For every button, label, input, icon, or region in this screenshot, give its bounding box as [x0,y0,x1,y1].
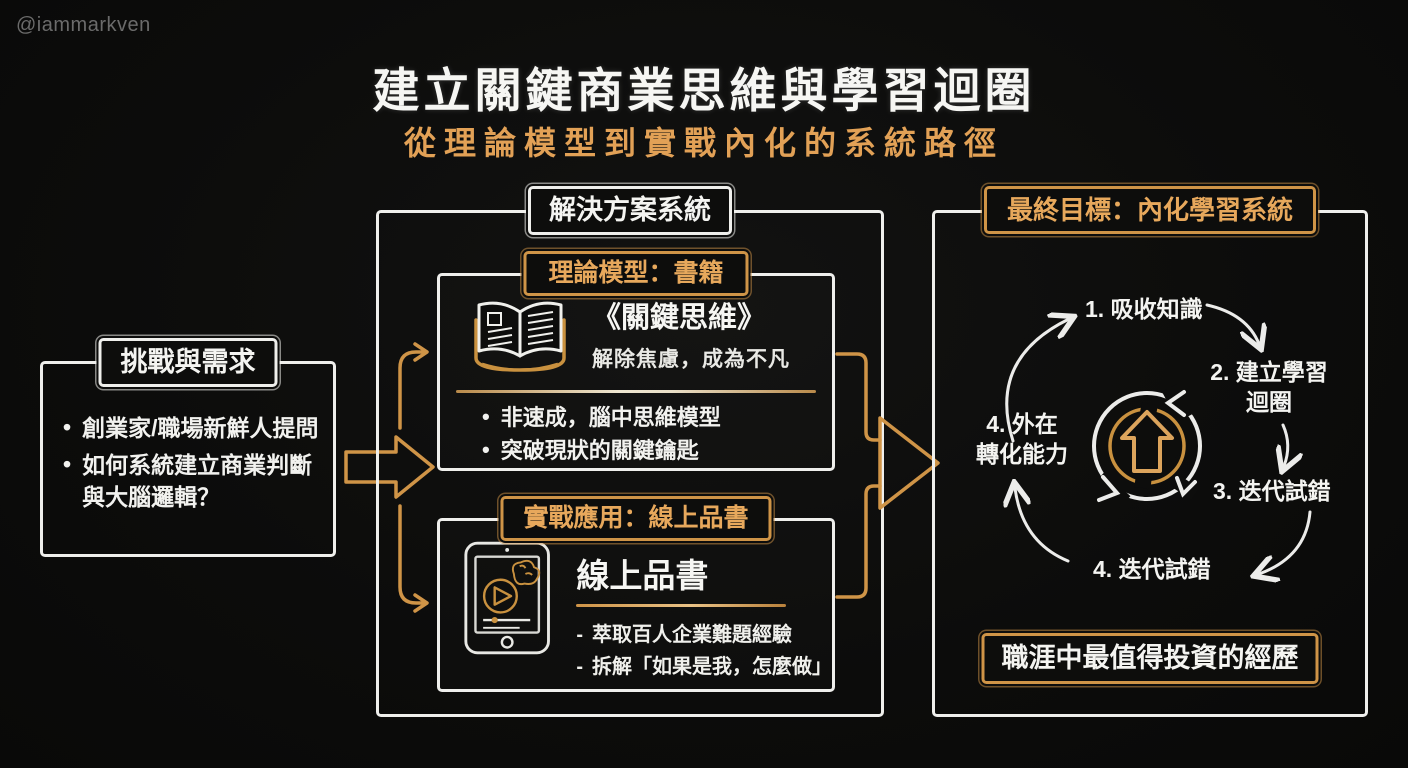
challenge-panel: 挑戰與需求 • 創業家/職場新鮮人提問 • 如何系統建立商業判斷與大腦邏輯？ [40,338,336,557]
bullet-icon: • [482,436,490,462]
watermark: @iammarkven [16,14,151,36]
goal-footer-label: 職涯中最值得投資的經歷 [981,633,1319,684]
reading-points-list: - 萃取百人企業難題經驗 - 拆解「如果是我，怎麼做」 [576,619,832,683]
cycle-flow-arrows-icon [935,303,1312,714]
reading-text: 線上品書 - 萃取百人企業難題經驗 - 拆解「如果是我，怎麼做」 [576,537,832,683]
loop-step-4-left: 4. 外在 轉化能力 [963,410,1081,470]
book-theory-box: 理論模型：書籍 《關鍵思維》 解除焦慮，成為不凡 [437,251,835,471]
book-theory-box-label: 理論模型：書籍 [523,251,749,296]
goal-panel-label: 最終目標：內化學習系統 [983,186,1317,234]
solution-panel-label: 解決方案系統 [528,186,732,235]
bullet-icon: • [63,414,72,440]
loop-step-4-left-line1: 4. 外在 [986,411,1058,437]
tablet-video-icon [464,541,550,655]
goal-panel: 最終目標：內化學習系統 [932,186,1368,717]
list-item: - 萃取百人企業難題經驗 [576,619,822,651]
solution-panel: 解決方案系統 理論模型：書籍 《關鍵思維》 解除 [376,186,884,717]
title-underline [576,604,787,607]
loop-step-4-left-line2: 轉化能力 [976,440,1068,467]
book-item-2: 突破現狀的關鍵鑰匙 [500,437,699,463]
list-item: • 創業家/職場新鮮人提問 [63,412,319,445]
challenge-panel-label: 挑戰與需求 [98,338,278,387]
book-tagline: 解除焦慮，成為不凡 [592,348,790,371]
dash-icon: - [576,656,583,678]
page-title: 建立關鍵商業思維與學習迴圈 [372,64,1036,117]
reading-row: 線上品書 - 萃取百人企業難題經驗 - 拆解「如果是我，怎麼做」 [440,521,832,683]
branch-arrows-icon [398,342,429,613]
open-book-icon [474,301,566,372]
challenge-list: • 創業家/職場新鮮人提問 • 如何系統建立商業判斷與大腦邏輯？ [43,364,333,514]
challenge-item-1: 創業家/職場新鮮人提問 [82,415,319,441]
bullet-icon: • [63,450,72,477]
book-row: 《關鍵思維》 解除焦慮，成為不凡 [440,276,832,378]
online-reading-box: 實戰應用：線上品書 線上品書 [437,496,835,692]
loop-step-2-line2: 迴圈 [1246,388,1292,415]
list-item: • 如何系統建立商業判斷與大腦邏輯？ [63,449,319,514]
book-benefits-list: • 非速成，腦中思維模型 • 突破現狀的關鍵鑰匙 [440,393,832,467]
online-reading-box-label: 實戰應用：線上品書 [500,496,772,541]
list-item: • 突破現狀的關鍵鑰匙 [482,435,824,467]
divider [456,390,816,393]
loop-step-4-bottom: 4. 迭代試錯 [1093,556,1211,582]
loop-step-2-line1: 2. 建立學習 [1210,359,1328,385]
merge-arrow-icon [835,352,940,599]
book-text: 《關鍵思維》 解除焦慮，成為不凡 [592,294,790,373]
loop-step-3: 3. 迭代試錯 [1213,478,1331,504]
reading-title: 線上品書 [576,557,709,594]
loop-step-1: 1. 吸收知識 [1085,296,1203,322]
list-item: • 非速成，腦中思維模型 [482,402,824,434]
reading-item-1: 萃取百人企業難題經驗 [592,624,792,646]
list-item: - 拆解「如果是我，怎麼做」 [576,651,832,683]
page-subtitle: 從理論模型到實戰內化的系統路徑 [403,125,1004,161]
book-item-1: 非速成，腦中思維模型 [500,405,721,430]
reading-item-2: 拆解「如果是我，怎麼做」 [592,656,832,678]
bullet-icon: • [482,404,490,429]
book-title: 《關鍵思維》 [592,302,767,334]
dash-icon: - [576,624,583,646]
learning-cycle-icon [1092,384,1202,508]
challenge-item-2: 如何系統建立商業判斷與大腦邏輯？ [82,451,313,511]
flow-arrow-right-icon [344,435,435,499]
loop-step-2: 2. 建立學習 迴圈 [1207,358,1331,418]
